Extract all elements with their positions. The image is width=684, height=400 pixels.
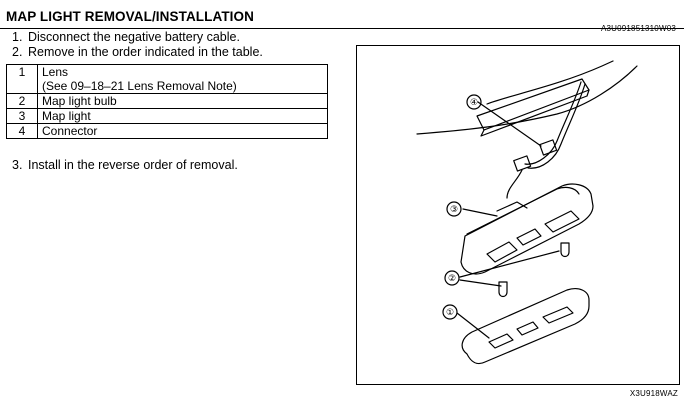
map-light-switch [486, 241, 518, 263]
leader-line [459, 250, 560, 278]
table-row: 4 Connector [6, 123, 328, 139]
part-name: Map light bulb [37, 93, 328, 109]
headliner-edge [416, 65, 638, 135]
callout-circle-3 [446, 201, 462, 217]
part-name: Connector [37, 123, 328, 139]
step-number: 3. [12, 158, 23, 172]
callout-label-4: ④ [470, 98, 478, 108]
leader-line [477, 101, 542, 147]
wire-harness [527, 83, 586, 169]
lens-window [542, 306, 574, 324]
lens-window [516, 321, 539, 336]
map-light-bulb [560, 242, 570, 258]
connector-part-mating [513, 155, 532, 172]
connector-wire [506, 169, 523, 199]
callout-circle-1 [442, 304, 458, 320]
callout-label-3: ③ [450, 205, 458, 215]
map-light-bracket [496, 201, 528, 212]
table-row: 3 Map light [6, 108, 328, 124]
document-code: A3U091851310W03 [600, 24, 676, 33]
headliner-edge-upper [486, 60, 614, 105]
part-number: 4 [6, 123, 38, 139]
step-2: 2. Remove in the order indicated in the t… [12, 45, 263, 59]
step-text: Disconnect the negative battery cable. [28, 30, 240, 44]
step-number: 2. [12, 45, 23, 59]
title-rule [0, 28, 684, 29]
map-light-unit [460, 183, 594, 275]
connector-part [539, 139, 558, 156]
leader-line [456, 312, 490, 339]
part-number: 3 [6, 108, 38, 124]
part-name: Map light [37, 108, 328, 124]
part-number: 2 [6, 93, 38, 109]
step-1: 1. Disconnect the negative battery cable. [12, 30, 240, 44]
map-light-rim [466, 186, 580, 235]
callout-circle-2 [444, 270, 460, 286]
step-number: 1. [12, 30, 23, 44]
lens-window [488, 333, 514, 349]
callout-label-2: ② [448, 274, 456, 284]
step-text: Install in the reverse order of removal. [28, 158, 238, 172]
lens-part [461, 288, 590, 365]
figure-code: X3U918WAZ [629, 389, 678, 398]
table-row: 2 Map light bulb [6, 93, 328, 109]
part-name: Lens [42, 65, 69, 79]
leader-line [462, 208, 498, 217]
section-title: MAP LIGHT REMOVAL/INSTALLATION [6, 9, 254, 24]
map-light-bulb [498, 281, 508, 298]
part-number: 1 [6, 64, 38, 94]
map-light-switch [516, 228, 542, 246]
step-text: Remove in the order indicated in the tab… [28, 45, 263, 59]
wire-harness [524, 81, 582, 165]
parts-table: 1 Lens (See 09–18–21 Lens Removal Note) … [6, 64, 328, 139]
part-note: (See 09–18–21 Lens Removal Note) [42, 79, 237, 93]
leader-line [459, 279, 502, 287]
map-light-switch [544, 210, 580, 233]
callout-label-1: ① [446, 308, 454, 318]
part-name-cell: Lens (See 09–18–21 Lens Removal Note) [37, 64, 328, 94]
exploded-view-illustration: ④ ③ ② ① [356, 45, 680, 385]
step-3: 3. Install in the reverse order of remova… [12, 158, 238, 172]
callout-circle-4 [466, 94, 482, 110]
overhead-console-lip [480, 89, 590, 137]
table-row: 1 Lens (See 09–18–21 Lens Removal Note) [6, 64, 328, 94]
map-light-diagram: ④ ③ ② ① [416, 60, 638, 365]
